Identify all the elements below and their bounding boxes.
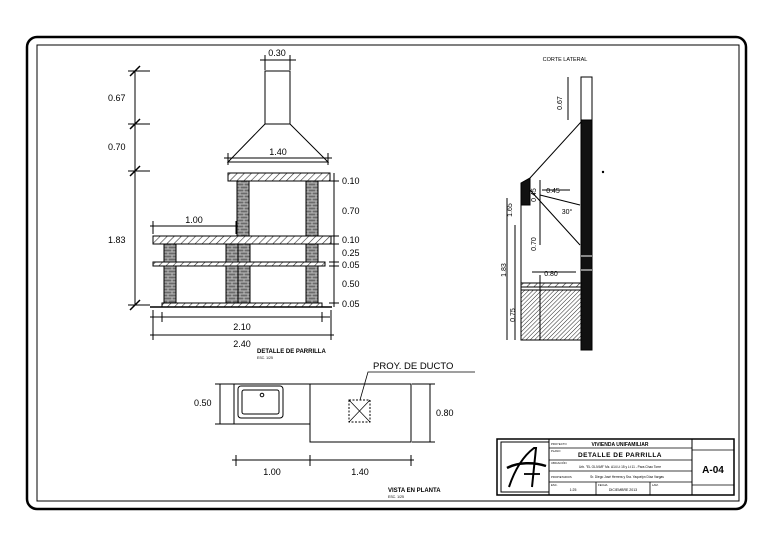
side-dim-offset: 0.45 xyxy=(531,188,538,202)
chimney xyxy=(264,70,291,125)
dim-top-width: 0.30 xyxy=(268,48,286,58)
side-dim-overall: 1.83 xyxy=(501,263,508,277)
title-block-text: PROYECTO VIVIENDA UNIFAMILIAR PLANO DETA… xyxy=(551,442,724,492)
dim-slab-mid: 0.10 xyxy=(342,235,360,245)
plan-view-labels: PROY. DE DUCTO 0.50 0.80 1.00 1.40 VISTA… xyxy=(194,361,454,499)
front-view xyxy=(128,55,339,340)
dim-shelf: 0.05 xyxy=(342,260,360,270)
side-chimney xyxy=(580,76,593,121)
tb-plan: DETALLE DE PARRILLA xyxy=(578,452,662,459)
dim-base: 0.05 xyxy=(342,299,360,309)
dim-chimney-height: 0.67 xyxy=(108,93,126,103)
tb-date-label: FECHA xyxy=(598,483,608,487)
side-dim-slab: 0.80 xyxy=(544,271,558,278)
side-hood-front xyxy=(520,177,531,206)
tb-project-label: PROYECTO xyxy=(551,442,567,446)
tb-plan-label: PLANO xyxy=(551,449,561,453)
dim-hood-width: 1.40 xyxy=(269,147,287,157)
sheet-inner-border xyxy=(36,44,740,502)
tb-scale-label: ESC. xyxy=(551,483,558,487)
dim-total-width: 2.40 xyxy=(233,339,251,349)
dim-firebox-height: 0.70 xyxy=(342,206,360,216)
dim-lower-height: 0.50 xyxy=(342,279,360,289)
tb-sheet-label: LAM. xyxy=(652,483,659,487)
dim-slab-top: 0.10 xyxy=(342,176,360,186)
tb-scale: 1:25 xyxy=(570,488,577,492)
lower-column-4 xyxy=(305,243,319,305)
plan-sink-basin xyxy=(241,389,280,415)
side-hood-slope xyxy=(529,121,582,179)
hood xyxy=(226,123,330,163)
shelf xyxy=(152,261,326,267)
firebox-column-left xyxy=(236,180,250,238)
plan-dim-width-left: 1.00 xyxy=(263,467,281,477)
front-view-title: DETALLE DE PARRILLA xyxy=(257,349,326,355)
plan-sink-drain xyxy=(259,392,265,398)
plan-view xyxy=(215,371,475,466)
side-dim-upper: 1.65 xyxy=(507,203,514,217)
side-view-marker xyxy=(601,170,605,174)
plan-dim-depth-left: 0.50 xyxy=(194,398,212,408)
side-back-wall xyxy=(580,119,593,351)
tb-owners: Sr. Diego José Herrera y Sra. Yaquelyn D… xyxy=(590,475,664,479)
tb-project: VIVIENDA UNIFAMILIAR xyxy=(591,442,648,448)
plan-duct xyxy=(348,399,371,423)
plan-dim-width-right: 1.40 xyxy=(351,467,369,477)
title-block xyxy=(496,438,735,496)
side-base-block xyxy=(520,289,582,341)
side-dim-mid: 0.45 xyxy=(546,188,560,195)
plan-view-title: VISTA EN PLANTA xyxy=(388,488,441,494)
tb-owners-label: PROPIETARIOS xyxy=(551,475,572,479)
plan-view-scale: ESC. 1/25 xyxy=(388,495,404,499)
plan-counter-right xyxy=(309,383,412,443)
top-slab xyxy=(227,172,331,182)
middle-slab xyxy=(152,235,332,245)
tb-location-label: UBICACIÓN xyxy=(551,460,567,465)
tb-location: Urb. "EL OLIVAR" Mz. A14 Lt 15 y Lt 11 -… xyxy=(579,465,661,469)
dim-inner-width: 2.10 xyxy=(233,322,251,332)
side-dim-middle: 0.70 xyxy=(531,237,538,251)
side-view xyxy=(506,76,593,351)
firebox-column-right xyxy=(305,180,319,238)
side-view-labels: CORTE LATERAL 0.67 0.45 0.45 30° 1.65 0.… xyxy=(501,57,587,322)
side-dim-chimney: 0.67 xyxy=(557,96,564,110)
front-view-scale: ESC. 1/25 xyxy=(257,356,273,360)
tb-sheet-number: A-04 xyxy=(702,465,724,476)
dim-gap: 0.25 xyxy=(342,248,360,258)
company-logo xyxy=(506,447,547,488)
dim-body-height: 1.83 xyxy=(108,235,126,245)
side-slab xyxy=(520,282,582,288)
side-view-title: CORTE LATERAL xyxy=(543,57,588,63)
dim-hood-height: 0.70 xyxy=(108,142,126,152)
sheet-outer-border xyxy=(25,35,748,511)
side-dim-angle: 30° xyxy=(562,208,573,216)
lower-column-3 xyxy=(237,243,251,305)
lower-column-2 xyxy=(225,243,239,305)
duct-label: PROY. DE DUCTO xyxy=(373,361,453,372)
dim-side-width: 1.00 xyxy=(185,215,203,225)
tb-date: DICIEMBRE 2013 xyxy=(609,488,637,492)
side-dim-lower: 0.75 xyxy=(510,308,517,322)
plan-dim-depth-right: 0.80 xyxy=(436,408,454,418)
lower-column-1 xyxy=(163,243,177,305)
plan-sink-outer xyxy=(237,385,284,419)
front-view-labels: 0.30 1.40 0.67 0.70 1.83 0.10 0.70 0.10 … xyxy=(108,48,360,360)
